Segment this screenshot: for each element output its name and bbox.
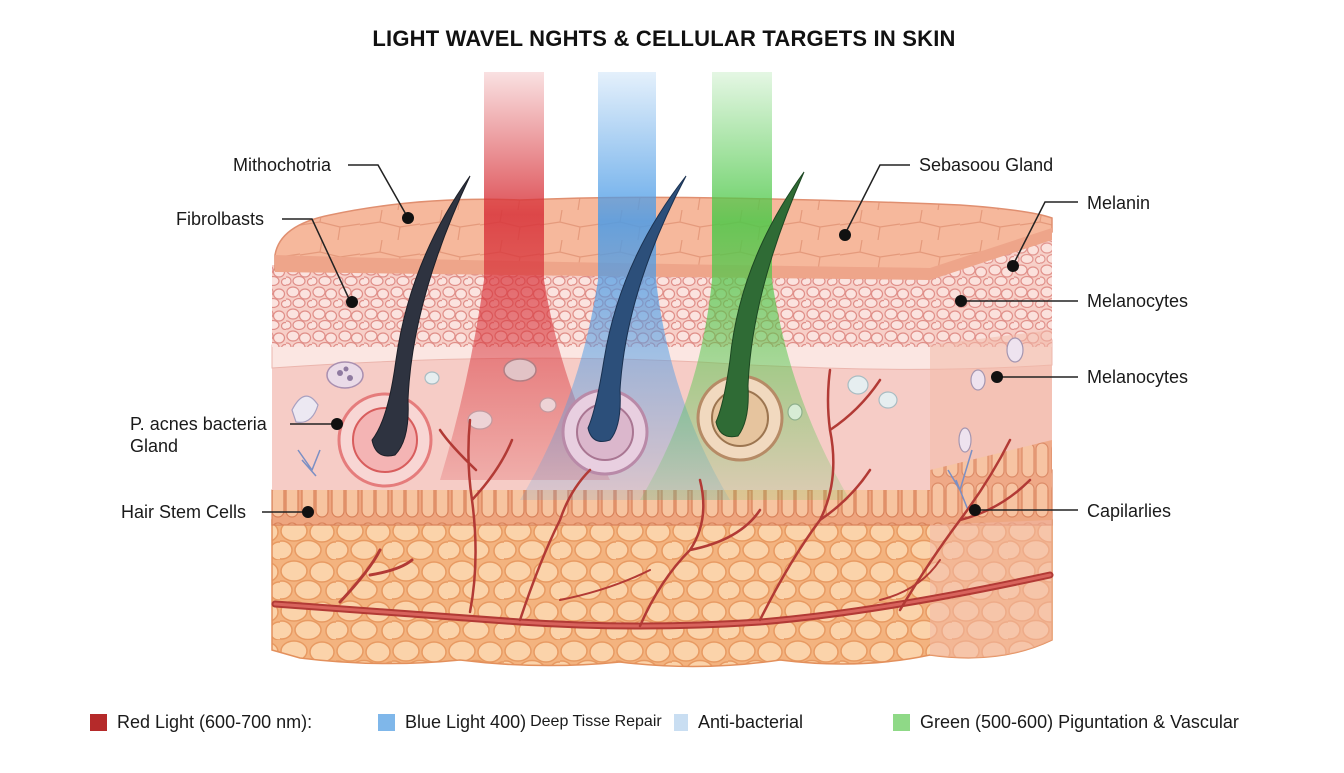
legend-green-text: Green (500-600) Piguntation & Vascular [920,711,1239,732]
side-basal [930,440,1052,525]
label-melanin: Melanin [1087,193,1151,213]
green-swatch [893,713,910,731]
label-acnes-bacteria: P. acnes bacteria [130,414,267,434]
hair-dark [371,175,471,457]
hairs [371,171,805,457]
diagram-title: LIGHT WAVEL NGHTS & CELLULAR TARGETS IN … [372,26,956,51]
label-fibroblasts: Fibrolbasts [176,209,265,229]
hair-green [715,171,805,438]
leader-mitochondria [348,164,409,219]
legend-red-text: Red Light (600-700 nm): [117,711,313,732]
antibacterial-swatch [674,713,688,731]
legend-blue-text: Blue Light 400) [405,711,527,732]
capillaries [271,368,1054,630]
label-capillaries: Capilarlies [1087,501,1172,521]
dermis-cells [291,337,1024,511]
epidermis-edge [275,228,1052,280]
legend-item-blue: Blue Light 400) Deep Tisse Repair [378,708,662,736]
leader-dots [302,212,1019,518]
side-cells [930,238,1052,345]
red-swatch [90,713,107,731]
label-hair-stem-cells: Hair Stem Cells [121,502,247,522]
red-beam [440,72,610,480]
blue-swatch [378,713,395,731]
legend-antibacterial-text: Anti-bacterial [698,711,804,732]
label-mitochondria: Mithochotria [233,155,332,175]
label-melanocytes-lower: Melanocytes [1087,367,1189,387]
legend-item-green: Green (500-600) Piguntation & Vascular [893,708,1239,736]
label-sebaceous-gland: Sebasoou Gland [919,155,1054,175]
leader-melanin [1012,201,1078,266]
hair-blue [587,175,687,442]
leader-sebaceous [844,164,910,235]
legend: Red Light (600-700 nm): Blue Light 400) … [0,708,1344,736]
legend-blue-extra: Deep Tisse Repair [530,713,662,730]
label-melanocytes-upper: Melanocytes [1087,291,1189,311]
leader-fibroblasts [282,218,351,302]
legend-item-antibacterial: Anti-bacterial [674,708,803,736]
leader-lines [262,164,1078,513]
label-acnes-gland: Gland [130,436,179,456]
legend-item-red: Red Light (600-700 nm): [90,708,312,736]
